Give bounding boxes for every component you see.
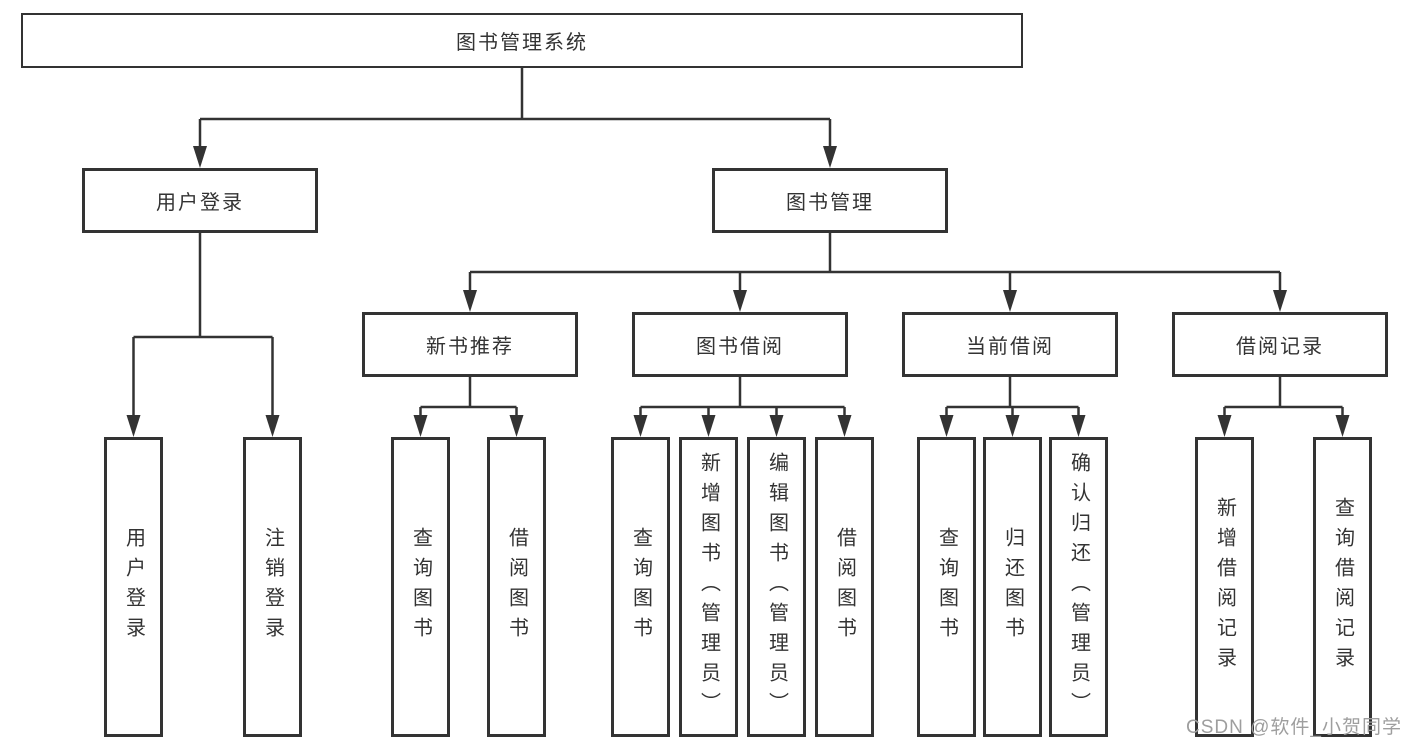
node-leaf-query-books-recommend: 查询图书 [391, 437, 450, 737]
node-leaf-user-login: 用户登录 [104, 437, 163, 737]
node-leaf-logout: 注销登录 [243, 437, 302, 737]
node-label: 新书推荐 [426, 336, 514, 358]
arrowhead [1273, 290, 1287, 312]
node-leaf-add-book-admin: 新增图书（管理员） [679, 437, 738, 737]
node-leaf-borrow-books-recommend: 借阅图书 [487, 437, 546, 737]
arrowhead [126, 415, 141, 437]
node-leaf-return-books: 归还图书 [983, 437, 1042, 737]
arrowhead [1071, 415, 1086, 437]
arrowhead [823, 146, 837, 168]
node-book-management: 图书管理 [712, 168, 948, 233]
node-label: 图书管理 [786, 192, 874, 214]
arrowhead [509, 415, 524, 437]
arrowhead [701, 415, 716, 437]
node-label: 图书管理系统 [456, 32, 588, 54]
arrowhead [193, 146, 207, 168]
arrowhead [1335, 415, 1350, 437]
node-new-book-recommend: 新书推荐 [362, 312, 578, 377]
node-root-library-system: 图书管理系统 [21, 13, 1023, 68]
arrowhead [1005, 415, 1020, 437]
node-leaf-query-books-current: 查询图书 [917, 437, 976, 737]
arrowhead [463, 290, 477, 312]
node-label: 用户登录 [156, 192, 244, 214]
node-user-login: 用户登录 [82, 168, 318, 233]
node-label: 当前借阅 [966, 336, 1054, 358]
node-label: 注销登录 [261, 527, 284, 647]
node-label: 图书借阅 [696, 336, 784, 358]
node-label: 查询借阅记录 [1331, 497, 1354, 677]
arrowhead [265, 415, 280, 437]
node-label: 归还图书 [1001, 527, 1024, 647]
node-leaf-query-books-borrow: 查询图书 [611, 437, 670, 737]
node-leaf-add-borrow-record: 新增借阅记录 [1195, 437, 1254, 737]
node-leaf-confirm-return-admin: 确认归还（管理员） [1049, 437, 1108, 737]
node-book-borrowing: 图书借阅 [632, 312, 848, 377]
node-label: 新增借阅记录 [1213, 497, 1236, 677]
node-leaf-edit-book-admin: 编辑图书（管理员） [747, 437, 806, 737]
arrowhead [769, 415, 784, 437]
node-current-borrowing: 当前借阅 [902, 312, 1118, 377]
node-label: 查询图书 [935, 527, 958, 647]
node-label: 查询图书 [409, 527, 432, 647]
arrowhead [733, 290, 747, 312]
node-label: 确认归还（管理员） [1067, 452, 1090, 722]
arrowhead [837, 415, 852, 437]
node-label: 查询图书 [629, 527, 652, 647]
arrowhead [1003, 290, 1017, 312]
arrowhead [939, 415, 954, 437]
arrowheads [126, 146, 1350, 437]
node-leaf-query-borrow-record: 查询借阅记录 [1313, 437, 1372, 737]
node-label: 借阅图书 [505, 527, 528, 647]
node-label: 新增图书（管理员） [697, 452, 720, 722]
node-label: 借阅图书 [833, 527, 856, 647]
node-label: 编辑图书（管理员） [765, 452, 788, 722]
arrowhead [1217, 415, 1232, 437]
tree-branch-lines [132, 68, 1344, 417]
arrowhead [413, 415, 428, 437]
node-borrowing-records: 借阅记录 [1172, 312, 1388, 377]
node-label: 用户登录 [122, 527, 145, 647]
arrowhead [633, 415, 648, 437]
csdn-watermark: CSDN @软件_小贺同学 [1186, 717, 1402, 738]
node-label: 借阅记录 [1236, 336, 1324, 358]
node-leaf-borrow-books: 借阅图书 [815, 437, 874, 737]
